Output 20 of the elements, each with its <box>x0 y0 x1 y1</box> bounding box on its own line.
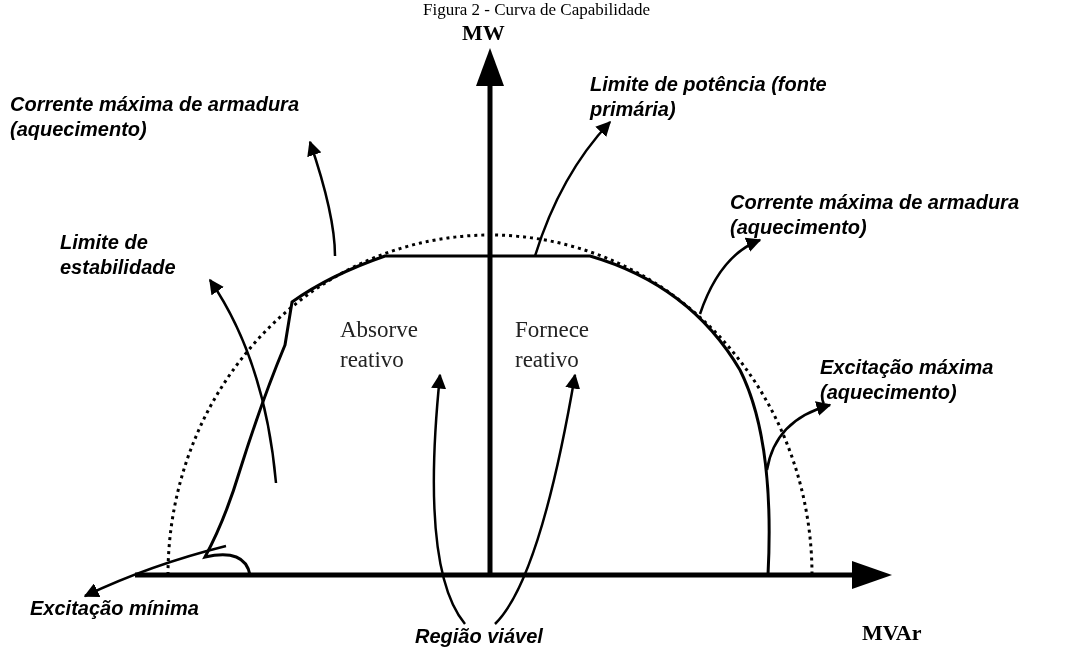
axis-label: MW <box>462 20 505 46</box>
region-label: Absorve reativo <box>340 315 440 375</box>
callout-label: Corrente máxima de armadura (aquecimento) <box>730 190 1030 240</box>
region-label: Fornece reativo <box>515 315 615 375</box>
callout-label: Limite de potência (fonte primária) <box>590 72 830 122</box>
leader-arrow <box>533 120 611 257</box>
axis-label: MVAr <box>862 620 922 646</box>
callout-label: Excitação mínima <box>30 596 199 621</box>
figure-title: Figura 2 - Curva de Capabilidade <box>421 0 652 20</box>
callout-label: Região viável <box>415 624 543 649</box>
leader-arrow <box>307 140 337 257</box>
callout-label: Limite de estabilidade <box>60 230 210 280</box>
leader-arrow <box>208 278 278 484</box>
leader-arrow <box>431 373 467 625</box>
leader-arrow <box>698 238 762 315</box>
callout-label: Excitação máxima (aquecimento) <box>820 355 1040 405</box>
callout-label: Corrente máxima de armadura (aquecimento) <box>10 92 310 142</box>
leader-arrow <box>765 401 832 471</box>
leader-arrow <box>494 373 580 625</box>
leader-arrow <box>83 544 227 598</box>
